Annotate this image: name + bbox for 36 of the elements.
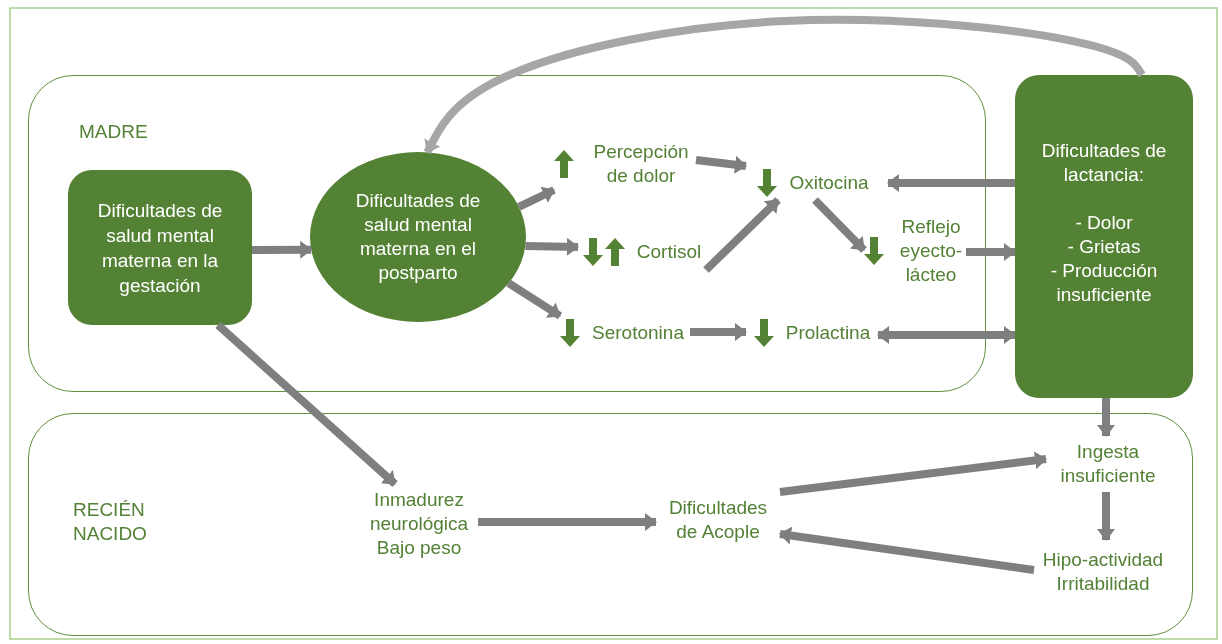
node-label: Oxitocina [789, 171, 869, 195]
arrow [877, 326, 1016, 344]
arrow [695, 155, 747, 174]
node-label: Inmadurez neurológica Bajo peso [368, 488, 470, 560]
node-label: Reflejo eyecto-lácteo [898, 215, 964, 287]
arrow [423, 15, 1146, 155]
arrow [525, 237, 579, 256]
list-item: - Grietas [1067, 235, 1141, 259]
list-item: - Dolor [1075, 211, 1133, 235]
arrow [812, 197, 867, 253]
arrow [215, 322, 398, 487]
arrow [887, 174, 1015, 192]
node-label: Prolactina [785, 321, 871, 345]
node-label: Ingesta insuficiente [1059, 440, 1157, 488]
node-label: Percepción de dolor [592, 140, 690, 188]
panel-heading: RECIÉN NACIDO [73, 498, 148, 546]
region-panel [28, 413, 1193, 636]
arrow [779, 451, 1047, 496]
arrow [506, 279, 563, 320]
node-label: Dificultades de Acople [667, 496, 769, 544]
arrow [703, 197, 781, 273]
node-label: Hipo-actividad Irritabilidad [1041, 548, 1165, 596]
panel-heading: MADRE [79, 120, 149, 144]
arrow [252, 240, 313, 259]
process-box [1015, 75, 1193, 398]
arrow [779, 526, 1035, 574]
region-panel [28, 75, 986, 392]
arrow [517, 186, 556, 211]
box-text: Dificultades de salud mental materna en la gestación [96, 198, 224, 298]
box-text: Dificultades de lactancia: [1040, 139, 1168, 187]
process-box [68, 170, 252, 325]
list-item: - Producción insuficiente [1049, 259, 1159, 307]
arrow [1097, 398, 1115, 437]
node-label: Cortisol [636, 240, 702, 264]
box-text: Dificultades de salud mental materna en el postparto [354, 189, 482, 285]
node-label: Serotonina [592, 321, 684, 345]
